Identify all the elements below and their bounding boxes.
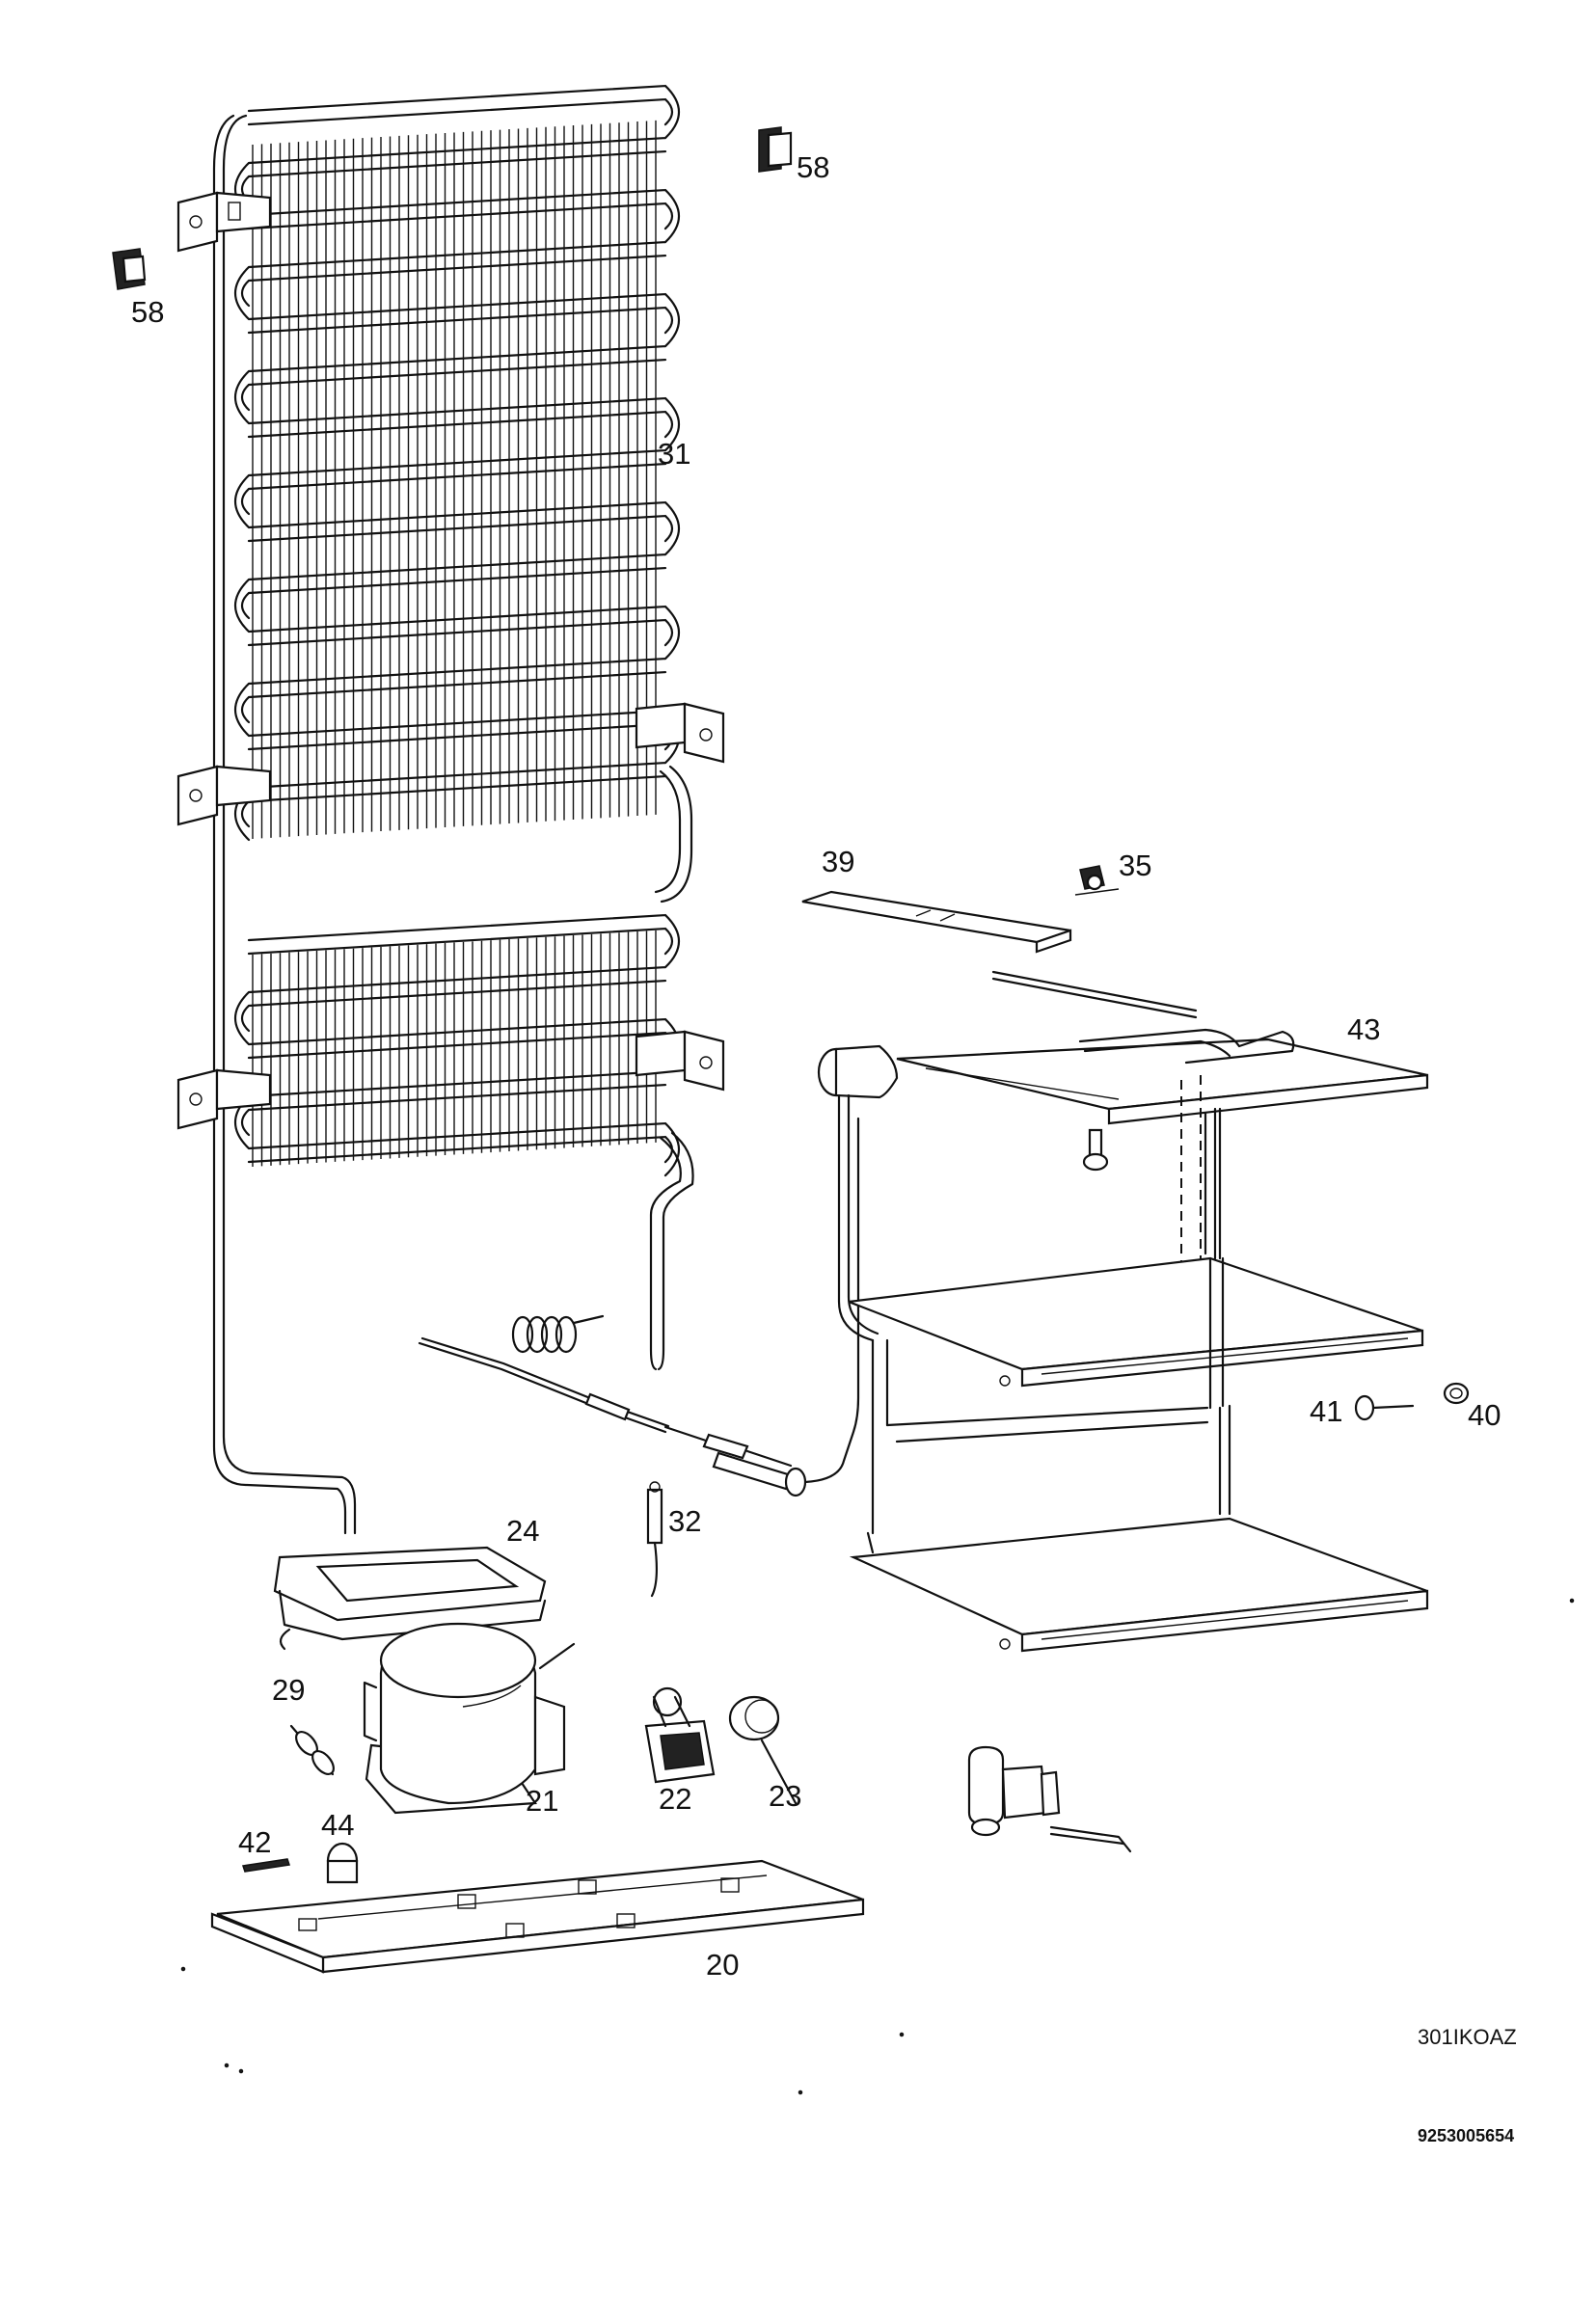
- part-44-sleeve: [326, 1842, 359, 1884]
- bracket-mid-right: [635, 702, 725, 764]
- coil-link-pipe-2: [660, 765, 693, 903]
- condenser-fins-lower: [252, 930, 657, 1167]
- label-part-29: 29: [272, 1673, 306, 1707]
- label-part-42: 42: [238, 1825, 272, 1859]
- label-part-39: 39: [822, 845, 855, 878]
- part-35: [1074, 865, 1120, 896]
- compressor-21: [363, 1622, 576, 1815]
- return-pipe-left-inner: [212, 114, 347, 1535]
- cover-39: [801, 890, 1072, 954]
- clip-58-top: [758, 126, 793, 173]
- capillary-drier: [418, 1117, 860, 1497]
- clip-58-left: [112, 248, 147, 290]
- compressor-tray-24: [273, 1546, 547, 1651]
- label-part-32: 32: [668, 1504, 702, 1538]
- label-part-21: 21: [526, 1784, 559, 1818]
- condenser-serpentine-upper: [234, 84, 680, 842]
- fan-motor-assembly: [967, 1745, 1132, 1853]
- capillary-tube: [418, 1341, 667, 1434]
- label-part-22: 22: [659, 1782, 692, 1816]
- label-part-41: 41: [1310, 1394, 1343, 1428]
- label-part-43: 43: [1347, 1012, 1381, 1046]
- label-part-35: 35: [1119, 849, 1152, 882]
- label-part-58-left: 58: [131, 295, 165, 329]
- part-41-screw: [1354, 1394, 1415, 1421]
- tube: [234, 913, 680, 1177]
- base-plate-20: [210, 1859, 865, 1974]
- bracket-low-left: [176, 1068, 272, 1130]
- part-23-overload: [728, 1695, 798, 1805]
- return-pipe-left: [222, 114, 357, 1535]
- label-part-58-top: 58: [797, 150, 830, 184]
- bracket-mid-left: [176, 765, 272, 826]
- heater-rod: [991, 970, 1198, 1012]
- coil-link-pipe: [654, 769, 682, 894]
- label-part-40: 40: [1468, 1398, 1501, 1432]
- label-part-20: 20: [706, 1948, 740, 1982]
- label-part-24: 24: [506, 1514, 540, 1548]
- part-29: [289, 1724, 335, 1776]
- label-part-23: 23: [769, 1779, 802, 1813]
- condenser-fins-upper: [252, 120, 657, 839]
- label-part-31: 31: [658, 437, 691, 471]
- scan-specks: [180, 1598, 1575, 2095]
- part-40-nut: [1443, 1382, 1470, 1405]
- bracket-low-right: [635, 1030, 725, 1092]
- part-32-probe: [646, 1481, 663, 1598]
- evaporator-frame: [817, 1028, 1429, 1653]
- evaporator-top-plate: [896, 1038, 1428, 1111]
- condenser-brackets: [176, 191, 725, 1130]
- capillary-coil: [511, 1314, 605, 1354]
- outlet-pipe-2: [657, 1131, 694, 1371]
- outlet-pipe: [649, 1136, 682, 1371]
- part-42-pin: [242, 1858, 290, 1873]
- tube: [234, 84, 680, 842]
- bracket-top-left: [176, 191, 272, 253]
- condenser-serpentine-lower: [234, 913, 680, 1177]
- document-number: 9253005654: [1418, 2126, 1515, 2145]
- label-part-44: 44: [321, 1808, 355, 1842]
- filter-drier: [712, 1451, 793, 1491]
- drawing-code: 301IKOAZ: [1418, 2025, 1517, 2049]
- part-22-relay: [644, 1686, 716, 1784]
- condenser-coil: [212, 84, 694, 1535]
